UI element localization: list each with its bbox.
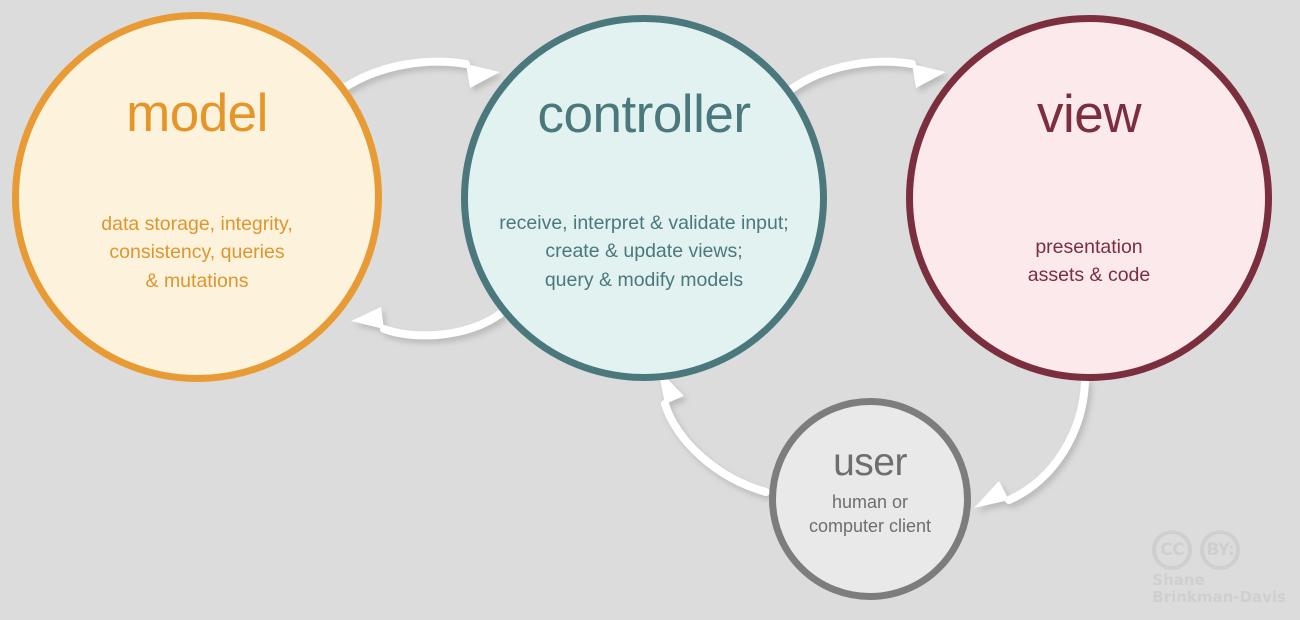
- node-user-title: user: [833, 441, 907, 484]
- node-view[interactable]: view presentation assets & code: [906, 15, 1272, 381]
- attribution-block: CC BY: Shane Brinkman-Davis: [1152, 530, 1286, 606]
- arrow-user-to-controller: [658, 369, 770, 496]
- node-model-description: data storage, integrity, consistency, qu…: [101, 213, 293, 292]
- creative-commons-marks: CC BY:: [1152, 530, 1241, 571]
- node-model-title: model: [126, 84, 268, 143]
- arrow-controller-to-view: [786, 57, 946, 94]
- attribution-author-name: Shane Brinkman-Davis: [1152, 571, 1286, 607]
- arrow-controller-to-model: [351, 307, 504, 340]
- node-view-description: presentation assets & code: [1027, 236, 1151, 287]
- node-controller-title: controller: [537, 85, 751, 144]
- node-controller-description: receive, interpret & validate input; cre…: [499, 212, 789, 291]
- creative-commons-icon: CC: [1152, 530, 1193, 571]
- arrow-model-to-controller: [337, 57, 500, 94]
- node-controller[interactable]: controller receive, interpret & validate…: [461, 15, 827, 381]
- cc-by-icon: BY:: [1200, 530, 1241, 571]
- arrow-view-to-user: [974, 378, 1089, 508]
- node-user[interactable]: user human or computer client: [769, 398, 971, 600]
- node-user-description: human or computer client: [808, 492, 932, 537]
- node-model[interactable]: model data storage, integrity, consisten…: [12, 12, 382, 382]
- node-view-title: view: [1036, 85, 1142, 144]
